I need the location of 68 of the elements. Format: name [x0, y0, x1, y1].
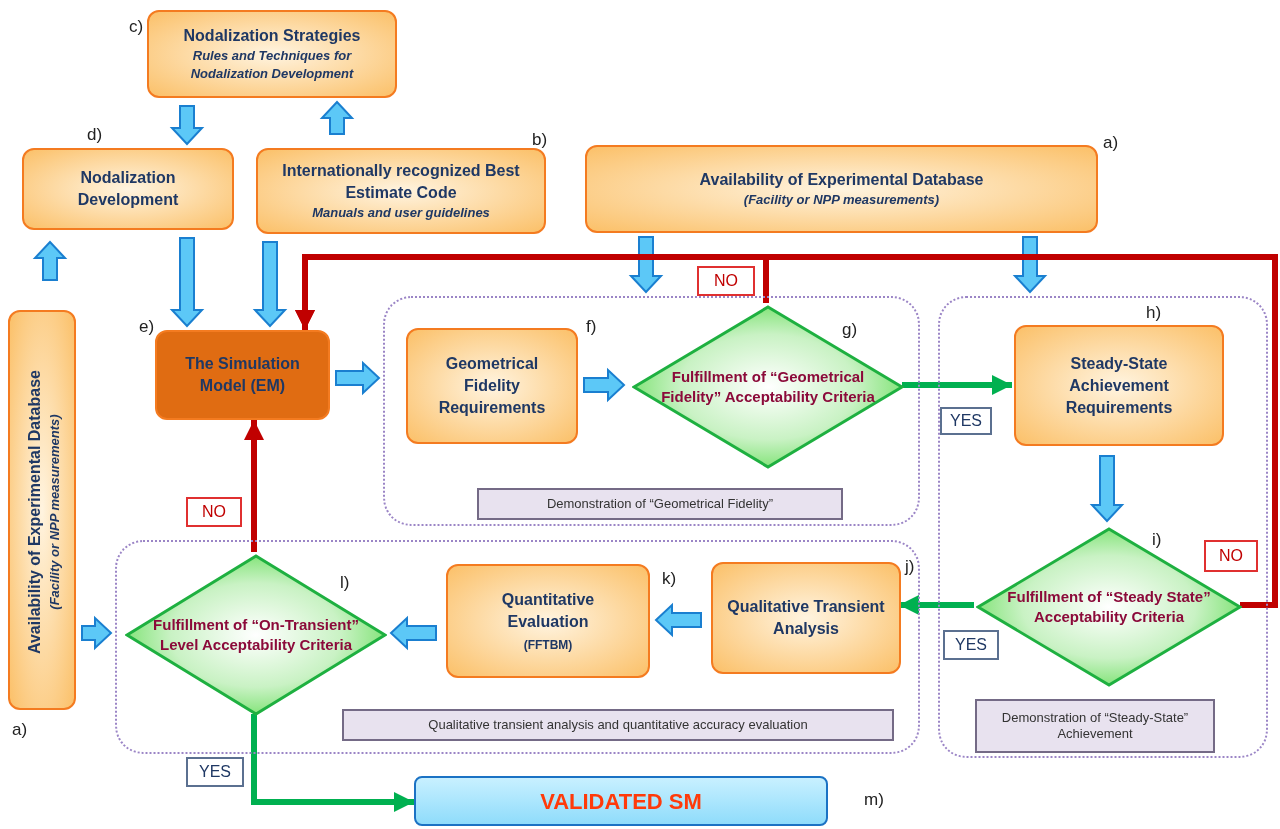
block-arrow	[169, 237, 205, 328]
block-arrow	[32, 240, 68, 281]
caption-box	[975, 699, 1215, 753]
block-arrow	[81, 615, 113, 651]
item-letter: a)	[12, 719, 28, 741]
dotted-group-frame	[938, 296, 1268, 758]
edge-label: YES	[940, 407, 992, 435]
item-letter: a)	[1103, 132, 1119, 154]
box-title: Availability of Experimental Database	[25, 370, 45, 654]
item-letter: k)	[662, 568, 677, 590]
arrow	[295, 254, 1278, 608]
box-title: Availability of Experimental Database	[699, 170, 984, 191]
box-subtitle: (Facility or NPP measurements)	[743, 191, 940, 209]
box-title: Geometrical Fidelity Requirements	[437, 354, 547, 418]
item-letter: e)	[139, 316, 155, 338]
item-letter: h)	[1146, 302, 1162, 324]
edge-label: NO	[697, 266, 755, 296]
box-title: Steady-State Achievement Requirements	[1064, 353, 1174, 418]
caption-text: Demonstration of “Steady-State” Achievement	[1000, 709, 1190, 743]
result-title: VALIDATED SM	[540, 787, 702, 816]
block-arrow	[583, 367, 626, 403]
block-arrow	[169, 105, 205, 146]
arrow	[902, 375, 1012, 395]
item-letter: m)	[864, 789, 884, 811]
diamond-text: Fulfillment of “Steady State” Acceptability Criteria	[1006, 586, 1212, 627]
dotted-group-frame	[383, 296, 920, 526]
edge-label: NO	[1204, 540, 1258, 572]
item-letter: c)	[129, 16, 144, 38]
caption-text: Qualitative transient analysis and quantitative accuracy evaluation	[428, 716, 808, 734]
item-letter: b)	[532, 129, 548, 151]
block-arrow	[335, 360, 381, 396]
edge-label: YES	[186, 757, 244, 787]
edge-label: NO	[186, 497, 242, 527]
box-title: Qualitative Transient Analysis	[726, 597, 886, 639]
diamond-text: Fulfillment of “Geometrical Fidelity” Acceptability Criteria	[660, 366, 876, 407]
block-arrow	[252, 241, 288, 328]
box-title: Nodalization Development	[76, 168, 180, 210]
box-subtitle: (Facility or NPP measurements)	[46, 414, 64, 610]
item-letter: j)	[905, 556, 915, 578]
arrow	[244, 420, 264, 552]
block-arrow	[389, 615, 437, 651]
dotted-group-frame	[115, 540, 920, 754]
block-arrow	[1012, 236, 1048, 294]
edge-label: YES	[943, 630, 999, 660]
item-letter: g)	[842, 319, 858, 341]
item-letter: f)	[586, 316, 597, 338]
box-subtitle: (FFTBM)	[523, 636, 573, 654]
arrow	[899, 595, 974, 615]
item-letter: i)	[1152, 529, 1162, 551]
block-arrow	[1089, 455, 1125, 523]
box-title: The Simulation Model (EM)	[184, 354, 301, 396]
box-subtitle: Manuals and user guidelines	[312, 204, 490, 222]
decision-diamond	[125, 554, 387, 716]
box-title: Internationally recognized Best Estimate Code	[281, 161, 521, 204]
decision-diamond	[632, 305, 904, 469]
caption-box	[342, 709, 894, 741]
box-title: Quantitative Evaluation	[500, 589, 596, 632]
box-title: Nodalization Strategies	[183, 26, 361, 47]
diamond-text: Fulfillment of “On-Transient” Level Acceptability Criteria	[152, 614, 360, 655]
item-letter: d)	[87, 124, 103, 146]
caption-box	[477, 488, 843, 520]
block-arrow	[319, 100, 355, 135]
block-arrow	[628, 236, 664, 294]
item-letter: l)	[340, 572, 350, 594]
arrow	[251, 714, 414, 812]
box-subtitle: Rules and Techniques for Nodalization Development	[189, 47, 355, 83]
block-arrow	[654, 602, 702, 638]
caption-text: Demonstration of “Geometrical Fidelity”	[546, 495, 774, 513]
